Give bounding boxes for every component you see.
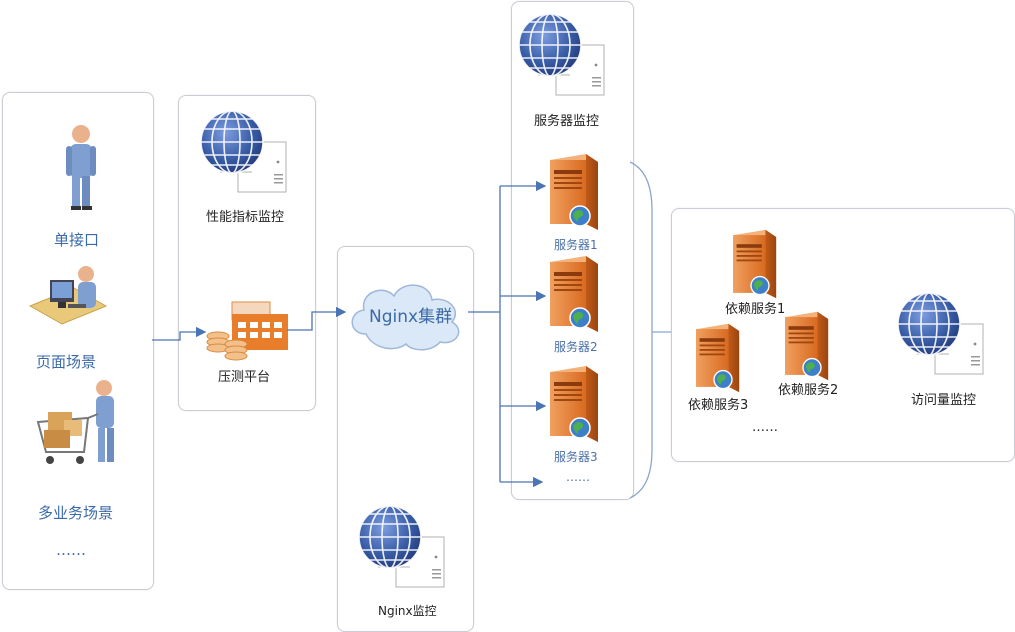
visit-monitor-label: 访问量监控: [911, 393, 977, 408]
dep-3-label: 依赖服务3: [688, 398, 749, 413]
dep-1-label: 依赖服务1: [725, 302, 786, 317]
single-api-label: 单接口: [54, 231, 100, 249]
clients-more: ……: [56, 541, 86, 559]
server-2-label: 服务器2: [554, 340, 598, 354]
nginx-cloud-icon: [351, 284, 460, 351]
nginx-monitor-label: Nginx监控: [378, 604, 437, 618]
server-3-label: 服务器3: [554, 450, 598, 464]
dep-2-label: 依赖服务2: [778, 383, 839, 398]
desk-user-icon: [28, 266, 108, 325]
page-scene-label: 页面场景: [36, 353, 97, 371]
server-monitor-label: 服务器监控: [534, 114, 600, 129]
multi-scene-label: 多业务场景: [38, 504, 114, 522]
stress-platform-label: 压测平台: [218, 370, 271, 385]
stress-to-nginx-arrow: [287, 306, 347, 331]
servers-more: ……: [566, 470, 590, 484]
shopping-cart-user-icon: [36, 380, 114, 464]
nginx-cluster-label: Nginx集群: [369, 307, 453, 327]
server-1-label: 服务器1: [554, 238, 598, 252]
stress-platform-icon: [206, 301, 288, 361]
deps-more: ……: [752, 420, 778, 435]
clients-to-stress-arrow: [152, 326, 207, 341]
perf-monitor-label: 性能指标监控: [206, 210, 285, 225]
servers-bracket: [629, 161, 653, 499]
